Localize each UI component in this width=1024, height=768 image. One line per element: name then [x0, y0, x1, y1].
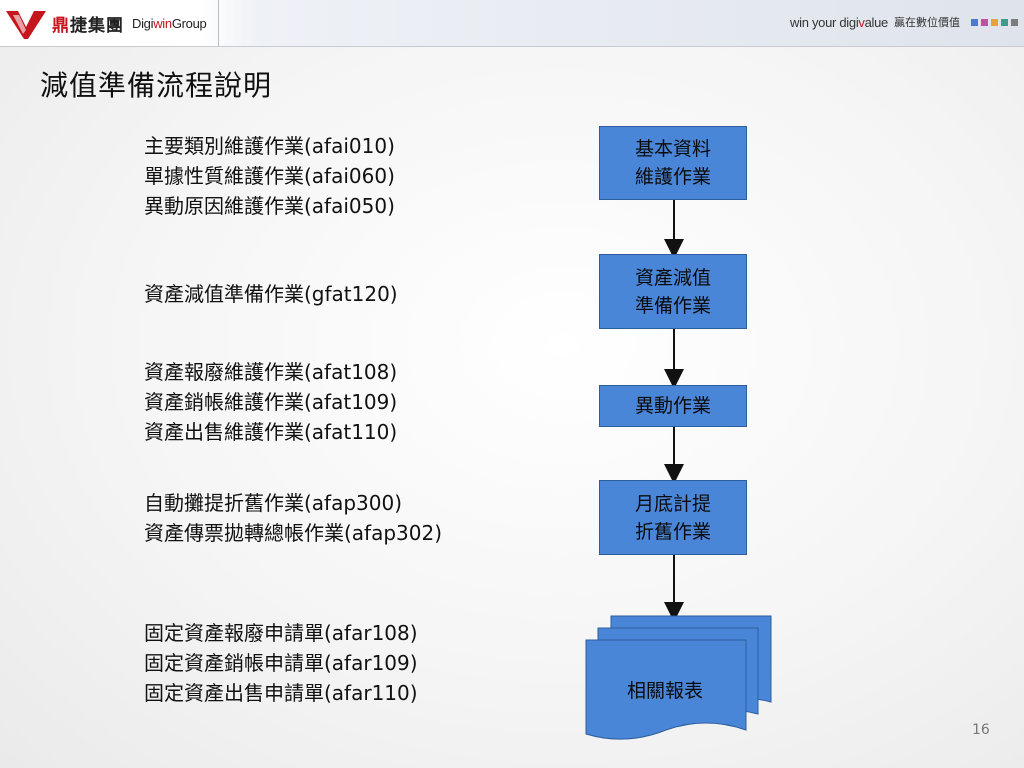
color-square	[1011, 18, 1018, 26]
text-group-changes: 資產報廢維護作業(afat108) 資產銷帳維護作業(afat109) 資產出售…	[144, 357, 397, 447]
header-divider	[218, 0, 219, 46]
text-line: 資產傳票拋轉總帳作業(afap302)	[144, 521, 443, 545]
text-line: 資產報廢維護作業(afat108)	[144, 360, 398, 384]
company-name-cn: 鼎捷集團	[52, 15, 124, 36]
box-line: 準備作業	[634, 294, 711, 317]
text-line: 固定資產報廢申請單(afar108)	[144, 621, 418, 645]
text-group-impairment: 資產減值準備作業(gfat120)	[144, 279, 398, 309]
multi-document-shape	[585, 615, 772, 740]
text-group-depreciation: 自動攤提折舊作業(afap300) 資產傳票拋轉總帳作業(afap302)	[144, 488, 442, 548]
company-name-en: DigiwinGroup	[132, 15, 207, 31]
text-line: 固定資產出售申請單(afar110)	[144, 681, 418, 705]
color-square	[971, 18, 978, 26]
page-number: 16	[972, 722, 990, 738]
header-bar: 鼎捷集團 DigiwinGroup win your digivalue 贏在數…	[0, 0, 1024, 47]
text-line: 資產減值準備作業(gfat120)	[144, 282, 398, 306]
box-line: 基本資料	[634, 138, 711, 160]
text-line: 異動原因維護作業(afai050)	[144, 194, 395, 218]
company-logo: 鼎捷集團 DigiwinGroup	[4, 4, 207, 42]
dsc-logo-icon	[6, 11, 46, 39]
text-line: 資產銷帳維護作業(afat109)	[144, 390, 398, 414]
text-group-basic: 主要類別維護作業(afai010) 單據性質維護作業(afai060) 異動原因…	[144, 131, 395, 221]
flow-box-impairment: 資產減值 準備作業	[599, 254, 747, 329]
color-square	[991, 18, 998, 26]
text-line: 自動攤提折舊作業(afap300)	[144, 491, 403, 515]
color-squares	[968, 18, 1018, 26]
page-title: 減值準備流程說明	[40, 69, 273, 102]
box-line: 月底計提	[634, 492, 711, 515]
flow-box-basic-data: 基本資料 維護作業	[599, 126, 747, 200]
slogan-cn: 贏在數位價值	[894, 16, 960, 29]
color-square	[981, 18, 988, 26]
text-line: 主要類別維護作業(afai010)	[144, 134, 395, 158]
slogan: win your digivalue 贏在數位價值	[790, 14, 1018, 30]
text-line: 單據性質維護作業(afai060)	[144, 164, 395, 188]
text-line: 固定資產銷帳申請單(afar109)	[144, 651, 418, 675]
slogan-en: win your digivalue	[790, 14, 888, 30]
flow-box-change: 異動作業	[599, 385, 747, 427]
box-line: 維護作業	[634, 166, 711, 188]
box-line: 折舊作業	[634, 520, 711, 543]
box-line: 資產減值	[634, 266, 711, 289]
text-group-reports: 固定資產報廢申請單(afar108) 固定資產銷帳申請單(afar109) 固定…	[144, 618, 418, 708]
box-line: 異動作業	[634, 395, 711, 417]
flow-box-depreciation: 月底計提 折舊作業	[599, 480, 747, 555]
flow-box-reports: 相關報表	[626, 680, 703, 702]
text-line: 資產出售維護作業(afat110)	[144, 420, 398, 444]
color-square	[1001, 18, 1008, 26]
